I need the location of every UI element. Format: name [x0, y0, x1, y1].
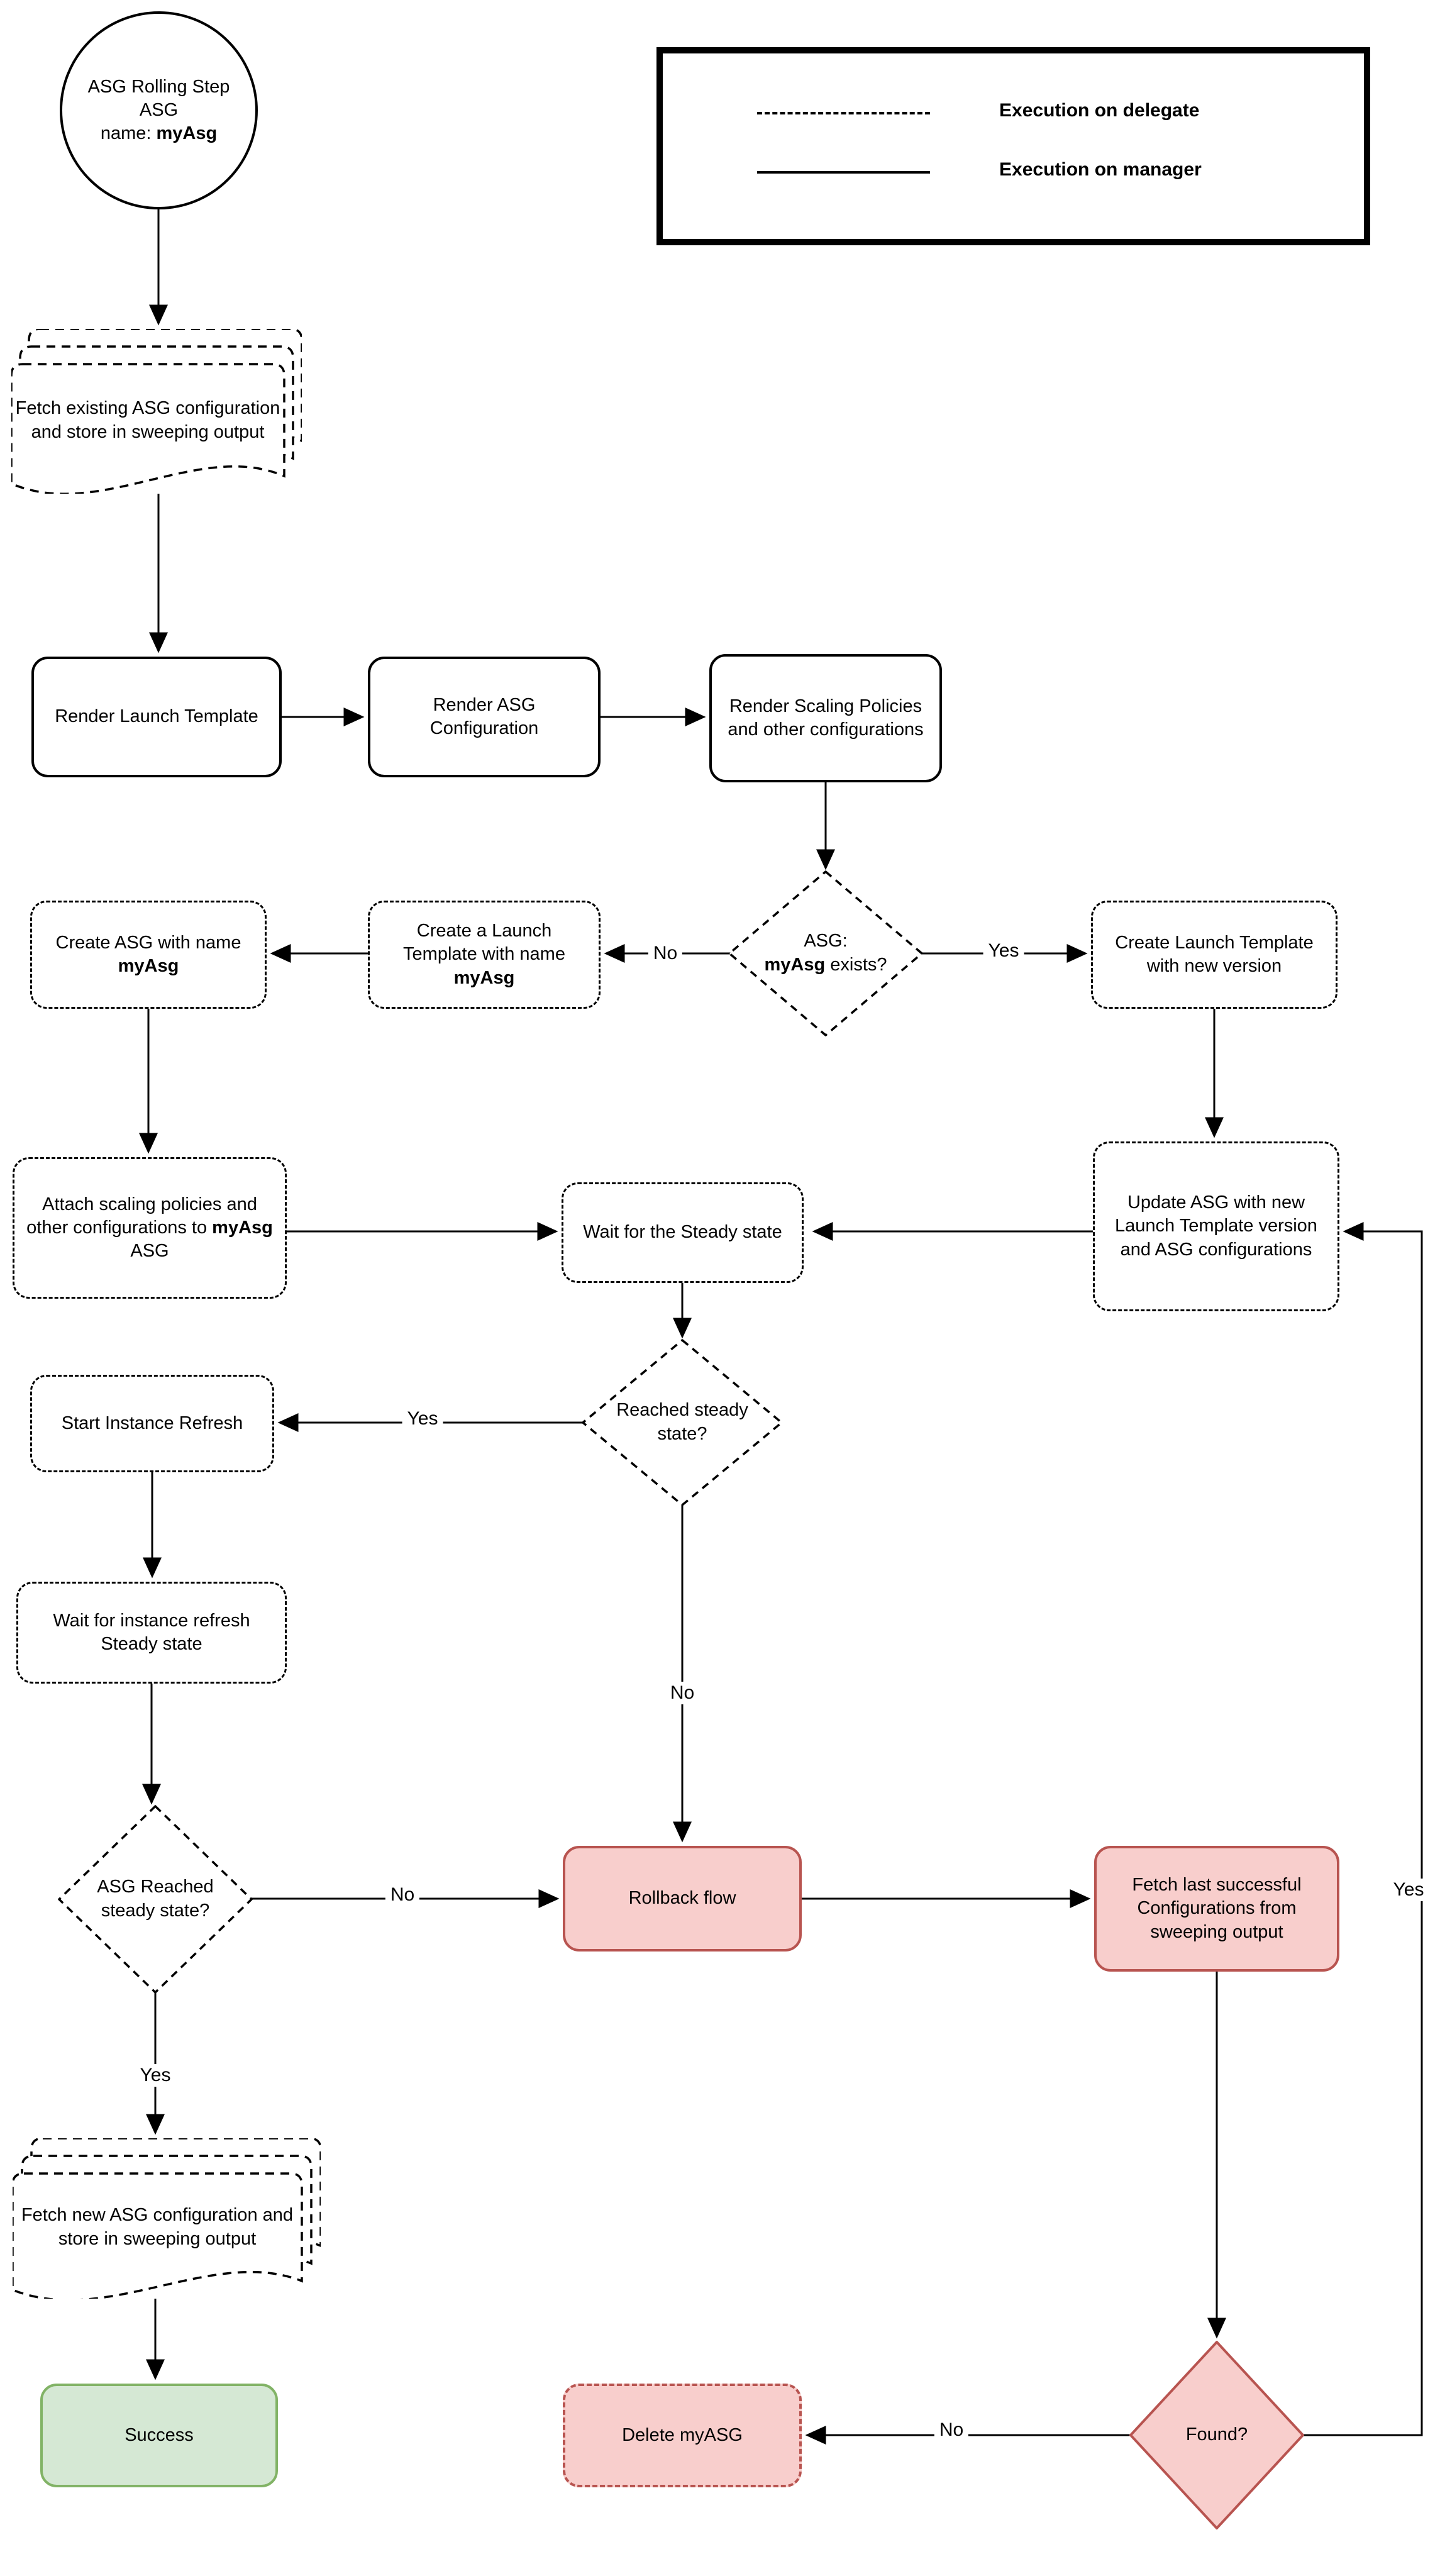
legend-dashed-line-sample — [757, 112, 930, 114]
asg-exists-decision-node: ASG: myAsg exists? — [727, 869, 924, 1038]
legend-manager-label: Execution on manager — [999, 159, 1202, 180]
rollback-flow-node: Rollback flow — [563, 1846, 802, 1951]
asg-reached-steady-decision-label: ASG Reached steady state? — [97, 1877, 214, 1921]
fetch-new-asg-node: Fetch new ASG configuration and store in… — [11, 2137, 322, 2301]
create-launch-template-named-node: Create a Launch Template with name myAsg — [368, 901, 601, 1009]
create-launch-template-new-node: Create Launch Template with new version — [1091, 901, 1338, 1009]
start-line1: ASG Rolling Step — [87, 76, 230, 97]
create-asg-node: Create ASG with name myAsg — [30, 901, 267, 1009]
start-line3: name: myAsg — [100, 123, 218, 144]
update-asg-node: Update ASG with new Launch Template vers… — [1093, 1141, 1339, 1311]
found-decision-node: Found? — [1127, 2339, 1306, 2531]
legend-box: Execution on delegate Execution on manag… — [656, 47, 1370, 245]
edge-label-asg-reached-no: No — [385, 1884, 420, 1906]
render-asg-configuration-node: Render ASG Configuration — [368, 657, 601, 777]
wait-instance-refresh-node: Wait for instance refresh Steady state — [16, 1582, 287, 1684]
multi-document-shape — [10, 328, 303, 495]
edge-label-exists-no: No — [648, 942, 683, 965]
render-scaling-policies-node: Render Scaling Policies and other config… — [709, 654, 942, 782]
start-line2: ASG — [139, 99, 179, 120]
fetch-last-successful-node: Fetch last successful Configurations fro… — [1094, 1846, 1339, 1972]
edge-found-yes — [1302, 1222, 1423, 2436]
asg-exists-decision-label: ASG: myAsg exists? — [764, 931, 887, 975]
found-decision-label: Found? — [1185, 2424, 1248, 2445]
decision-diamond-shape — [582, 1339, 783, 1506]
render-launch-template-node: Render Launch Template — [31, 657, 282, 777]
edge-label-asg-reached-yes: Yes — [135, 2064, 176, 2087]
edge-label-found-no: No — [934, 2419, 969, 2441]
legend-solid-line-sample — [757, 171, 930, 174]
fetch-existing-label: Fetch existing ASG configuration and sto… — [15, 398, 280, 442]
edge-label-found-yes: Yes — [1388, 1879, 1429, 1901]
success-node: Success — [40, 2384, 278, 2487]
decision-diamond-shape — [728, 870, 923, 1036]
reached-steady-decision-label: Reached steady state? — [616, 1400, 748, 1444]
attach-scaling-policies-node: Attach scaling policies and other config… — [13, 1157, 287, 1299]
wait-steady-state-node: Wait for the Steady state — [562, 1182, 804, 1283]
fetch-new-asg-label: Fetch new ASG configuration and store in… — [21, 2205, 294, 2249]
multi-document-shape — [11, 2137, 322, 2301]
start-node: ASG Rolling Step ASG name: myAsg — [60, 11, 258, 209]
reached-steady-decision-node: Reached steady state? — [580, 1338, 784, 1507]
fetch-existing-node: Fetch existing ASG configuration and sto… — [10, 328, 303, 495]
legend-delegate-label: Execution on delegate — [999, 100, 1200, 121]
decision-diamond-shape — [58, 1805, 253, 1994]
start-instance-refresh-node: Start Instance Refresh — [30, 1375, 274, 1472]
delete-myasg-node: Delete myASG — [563, 2384, 802, 2487]
decision-diamond-shape — [1129, 2341, 1304, 2529]
edge-label-reached-yes: Yes — [402, 1407, 443, 1430]
edge-label-reached-no: No — [665, 1682, 700, 1704]
asg-reached-steady-decision-node: ASG Reached steady state? — [57, 1804, 254, 1995]
edge-label-exists-yes: Yes — [983, 940, 1024, 962]
